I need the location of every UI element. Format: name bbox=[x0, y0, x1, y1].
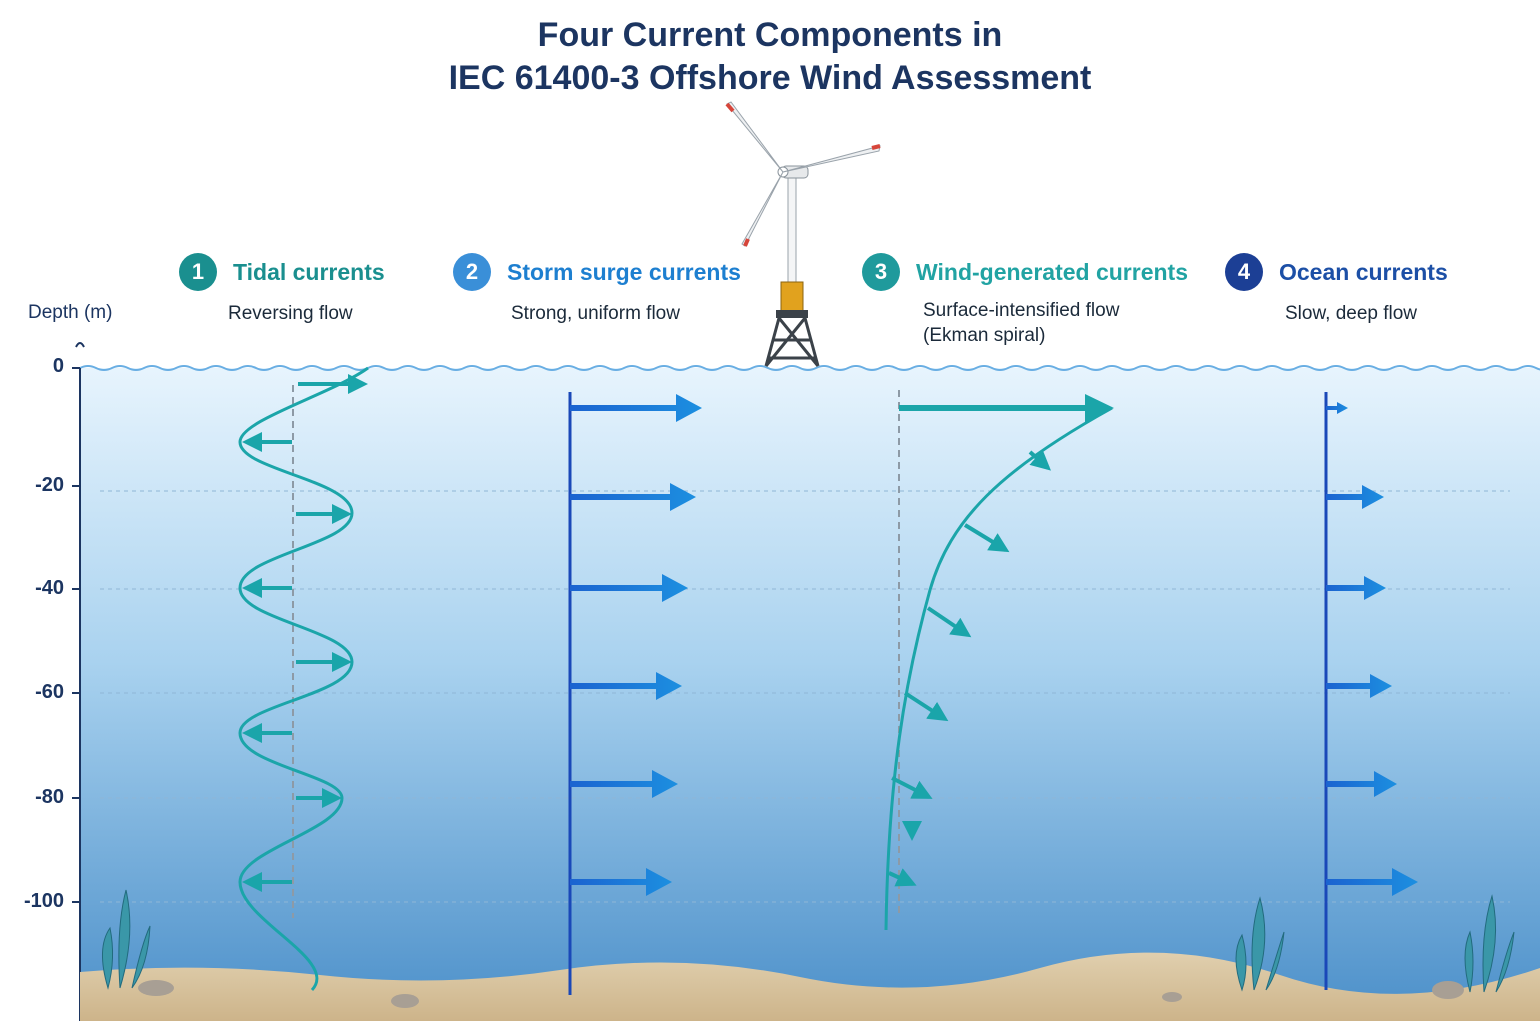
title-line-2: IEC 61400-3 Offshore Wind Assessment bbox=[448, 59, 1092, 97]
component-4-title: Ocean currents bbox=[1279, 258, 1448, 285]
ekman-arrow bbox=[891, 776, 933, 799]
ekman-arrow bbox=[903, 691, 949, 722]
seaweed-icon bbox=[101, 889, 1515, 993]
depth-axis-ticks bbox=[72, 367, 80, 903]
ocean-arrow bbox=[1326, 576, 1386, 600]
ekman-arrow bbox=[888, 868, 917, 887]
wind-current-profile bbox=[884, 390, 1114, 931]
depth-tick-80: -80 bbox=[35, 786, 64, 808]
surge-arrow bbox=[570, 394, 702, 422]
component-3-badge: 3 bbox=[862, 253, 900, 291]
ocean-arrow bbox=[1326, 771, 1397, 797]
component-4-subtitle: Slow, deep flow bbox=[1285, 303, 1418, 324]
ocean-current-profile bbox=[1324, 392, 1418, 990]
depth-tick-40: -40 bbox=[35, 577, 64, 599]
ocean-arrow bbox=[1326, 868, 1418, 896]
component-2-badge: 2 bbox=[453, 253, 491, 291]
depth-tick-100: -100 bbox=[23, 890, 64, 912]
component-3-header: 3 Wind-generated currents bbox=[862, 253, 1188, 291]
surge-arrow bbox=[570, 483, 696, 511]
water-surface-line bbox=[79, 365, 1540, 371]
component-1-header: 1 Tidal currents bbox=[179, 253, 385, 291]
ekman-spiral-line bbox=[884, 406, 1113, 931]
depth-tick-20: -20 bbox=[35, 474, 64, 496]
ekman-arrow bbox=[963, 523, 1010, 553]
ocean-arrow bbox=[1326, 485, 1384, 509]
depth-axis-title: Depth (m) bbox=[28, 302, 113, 323]
tidal-current-profile bbox=[238, 366, 369, 992]
surge-arrow bbox=[570, 574, 688, 602]
title-line-1: Four Current Components in bbox=[537, 16, 1003, 54]
component-1-title: Tidal currents bbox=[233, 258, 385, 285]
ekman-arrow bbox=[926, 606, 972, 638]
depth-pointer-icon bbox=[75, 342, 85, 348]
component-2-header: 2 Storm surge currents bbox=[453, 253, 741, 291]
depth-tick-60: -60 bbox=[35, 681, 64, 703]
depth-tick-0: 0 bbox=[52, 355, 64, 377]
surge-arrow bbox=[570, 770, 678, 798]
component-2-subtitle: Strong, uniform flow bbox=[511, 303, 680, 324]
rock-icon bbox=[138, 980, 1464, 1008]
ocean-arrow bbox=[1326, 674, 1392, 698]
component-3-title: Wind-generated currents bbox=[916, 258, 1189, 285]
component-3-subtitle: Surface-intensified flow (Ekman spiral) bbox=[923, 300, 1120, 346]
water-body bbox=[80, 368, 1540, 1021]
component-1-badge: 1 bbox=[179, 253, 217, 291]
ekman-arrow bbox=[1028, 449, 1051, 471]
surge-arrow bbox=[570, 868, 672, 896]
storm-surge-profile bbox=[568, 392, 702, 995]
diagram-title: Four Current Components in IEC 61400-3 O… bbox=[0, 14, 1540, 100]
component-4-header: 4 Ocean currents bbox=[1225, 253, 1448, 291]
seabed bbox=[80, 952, 1540, 1021]
surge-arrow bbox=[570, 672, 682, 700]
component-4-badge: 4 bbox=[1225, 253, 1263, 291]
ocean-arrow bbox=[1326, 402, 1348, 414]
wind-turbine-icon bbox=[725, 101, 881, 367]
wind-surface-arrow bbox=[899, 394, 1114, 422]
component-1-subtitle: Reversing flow bbox=[228, 303, 353, 324]
component-2-title: Storm surge currents bbox=[507, 258, 741, 285]
